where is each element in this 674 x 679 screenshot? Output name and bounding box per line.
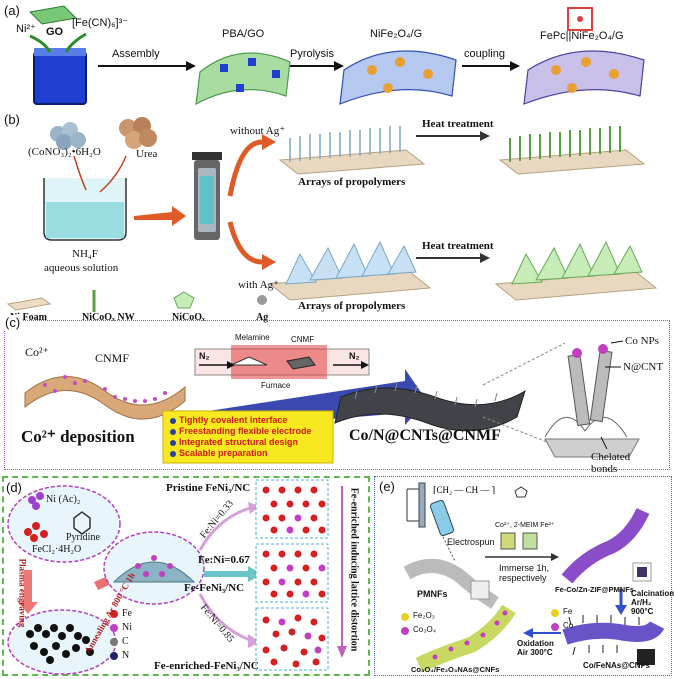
co-ion-label: Co²⁺ [25,345,49,359]
legend-ni: Ni [122,622,132,633]
ni-ion-label: Ni²⁺ [16,23,36,35]
fe2o3-label: Fe₂O₃ [413,611,435,620]
pmnfs-label: PMNFs [417,589,448,599]
with-ag-label: with Ag⁺ [238,279,279,291]
feature-2: Freestanding flexible electrode [179,426,312,436]
panel-c-label: (c) [3,315,23,330]
plasma-engraving-label: Plasma engraving [17,558,28,628]
lattice-distortion-label: Fe-enriched inducing lattice distortion [348,487,360,652]
ratio-067-label: Fe:Ni=0.67 [198,554,250,566]
coupling-label: coupling [464,48,505,60]
panel-c: (c) [3,315,670,475]
assembly-label: Assembly [112,48,160,60]
cofenas-label: Co/FeNAs@CNFs [583,661,650,670]
panel-e-label: (e) [379,479,395,494]
co-label: Co [563,621,574,630]
co-nps-label: Co NPs [625,335,659,347]
arrays-top-label: Arrays of propolymers [298,176,406,188]
cnmf-label: CNMF [95,351,130,365]
legend-ag: Ag [256,312,269,323]
pyridine-label: Pyridine [66,532,100,543]
aqueous-solution-label: aqueous solution [44,262,119,274]
legend-nicoox-nw: NiCoOₓ NW [82,312,135,323]
product-label: Co/N@CNTs@CNMF [349,427,501,444]
nife2o4-g-label: NiFe₂O₄/G [370,28,423,40]
pyrolysis-label: Pyrolysis [290,48,335,60]
zif-label: Fe-Co/Zn-ZIF@PMNFs [555,585,634,594]
furnace-label: Furnace [261,381,291,390]
co3o4-label: Co₃O₄ [413,625,436,634]
panel-d-label: (d) [6,480,22,495]
panel-b-illustration [6,117,658,312]
panel-e: (e) ⌈CH₂ — CH — ⌉ [374,476,674,676]
panel-b: (b) [0,112,674,323]
fe-label: Fe [563,607,573,616]
immerse-label: Immerse 1h, respectively [499,563,550,583]
fecl-label: FeCl₂·4H₂O [32,544,82,555]
feature-1: Tightly covalent interface [179,415,288,425]
go-label: GO [46,26,64,38]
fe-feni3-label: Fe-FeNi₃/NC [184,582,245,594]
chelated-bonds-label: Chelated bonds [591,451,631,475]
n2-left-label: N₂ [199,351,210,361]
heat-treatment-bottom-label: Heat treatment [422,240,494,252]
ni-ac-label: Ni (Ac)₂ [46,494,81,505]
legend-n: N [122,650,130,661]
melamine-label: Melamine [235,333,270,342]
oxidation-label: Oxidation Air 300°C [517,639,554,657]
feature-3: Integrated structural design [179,437,299,447]
legend-ni-foam: Ni Foam [10,312,47,323]
heat-treatment-top-label: Heat treatment [422,118,494,130]
nh4f-label: NH₄F [72,248,98,260]
fe-enriched-label: Fe-enriched-FeNi₃/NC [154,660,259,672]
legend-c: C [122,636,129,647]
panel-c-illustration [24,340,640,464]
panel-a-illustration [28,5,645,106]
feature-4: Scalable preparation [179,448,268,458]
reagents-label: Co²⁺, 2-MEIM Fe²⁺ [495,522,555,529]
panel-d-illustration [7,479,347,675]
ferricyanide-label: [Fe(CN)₆]³⁻ [72,17,129,29]
panel-e-illustration: ⌈CH₂ — CH — ⌉ [401,482,665,673]
legend-nicoox: NiCoOₓ [172,312,205,323]
panel-a-label: (a) [4,3,20,18]
urea-label: Urea [136,148,158,160]
arrays-bottom-label: Arrays of propolymers [298,300,406,312]
co-deposition-label: Co²⁺ deposition [21,427,135,446]
calcination-label: Calcination Ar/H₂ 900°C [631,589,674,616]
panel-a: (a) Ni²⁺ GO [Fe(CN [0,0,674,112]
electrospun-label: Electrospun [447,537,495,547]
pristine-label: Pristine FeNi₃/NC [166,482,251,494]
fepc-label: FePc||NiFe₂O₄/G [540,30,624,42]
pba-go-label: PBA/GO [222,28,265,40]
n2-right-label: N₂ [349,351,360,361]
ncnt-label: N@CNT [623,361,664,373]
without-ag-label: without Ag⁺ [230,125,286,137]
final-product-label: Co₃O₄/Fe₂O₃NAs@CNFs [411,665,500,674]
panel-d: (d) [2,476,370,676]
cobalt-nitrate-label: (CoNO₃)₂•6H₂O [28,146,101,158]
panel-b-label: (b) [4,112,20,127]
polymer-structure: ⌈CH₂ — CH — ⌉ [433,485,495,495]
cnmf-furnace-label: CNMF [291,335,315,344]
legend-fe: Fe [122,608,132,619]
